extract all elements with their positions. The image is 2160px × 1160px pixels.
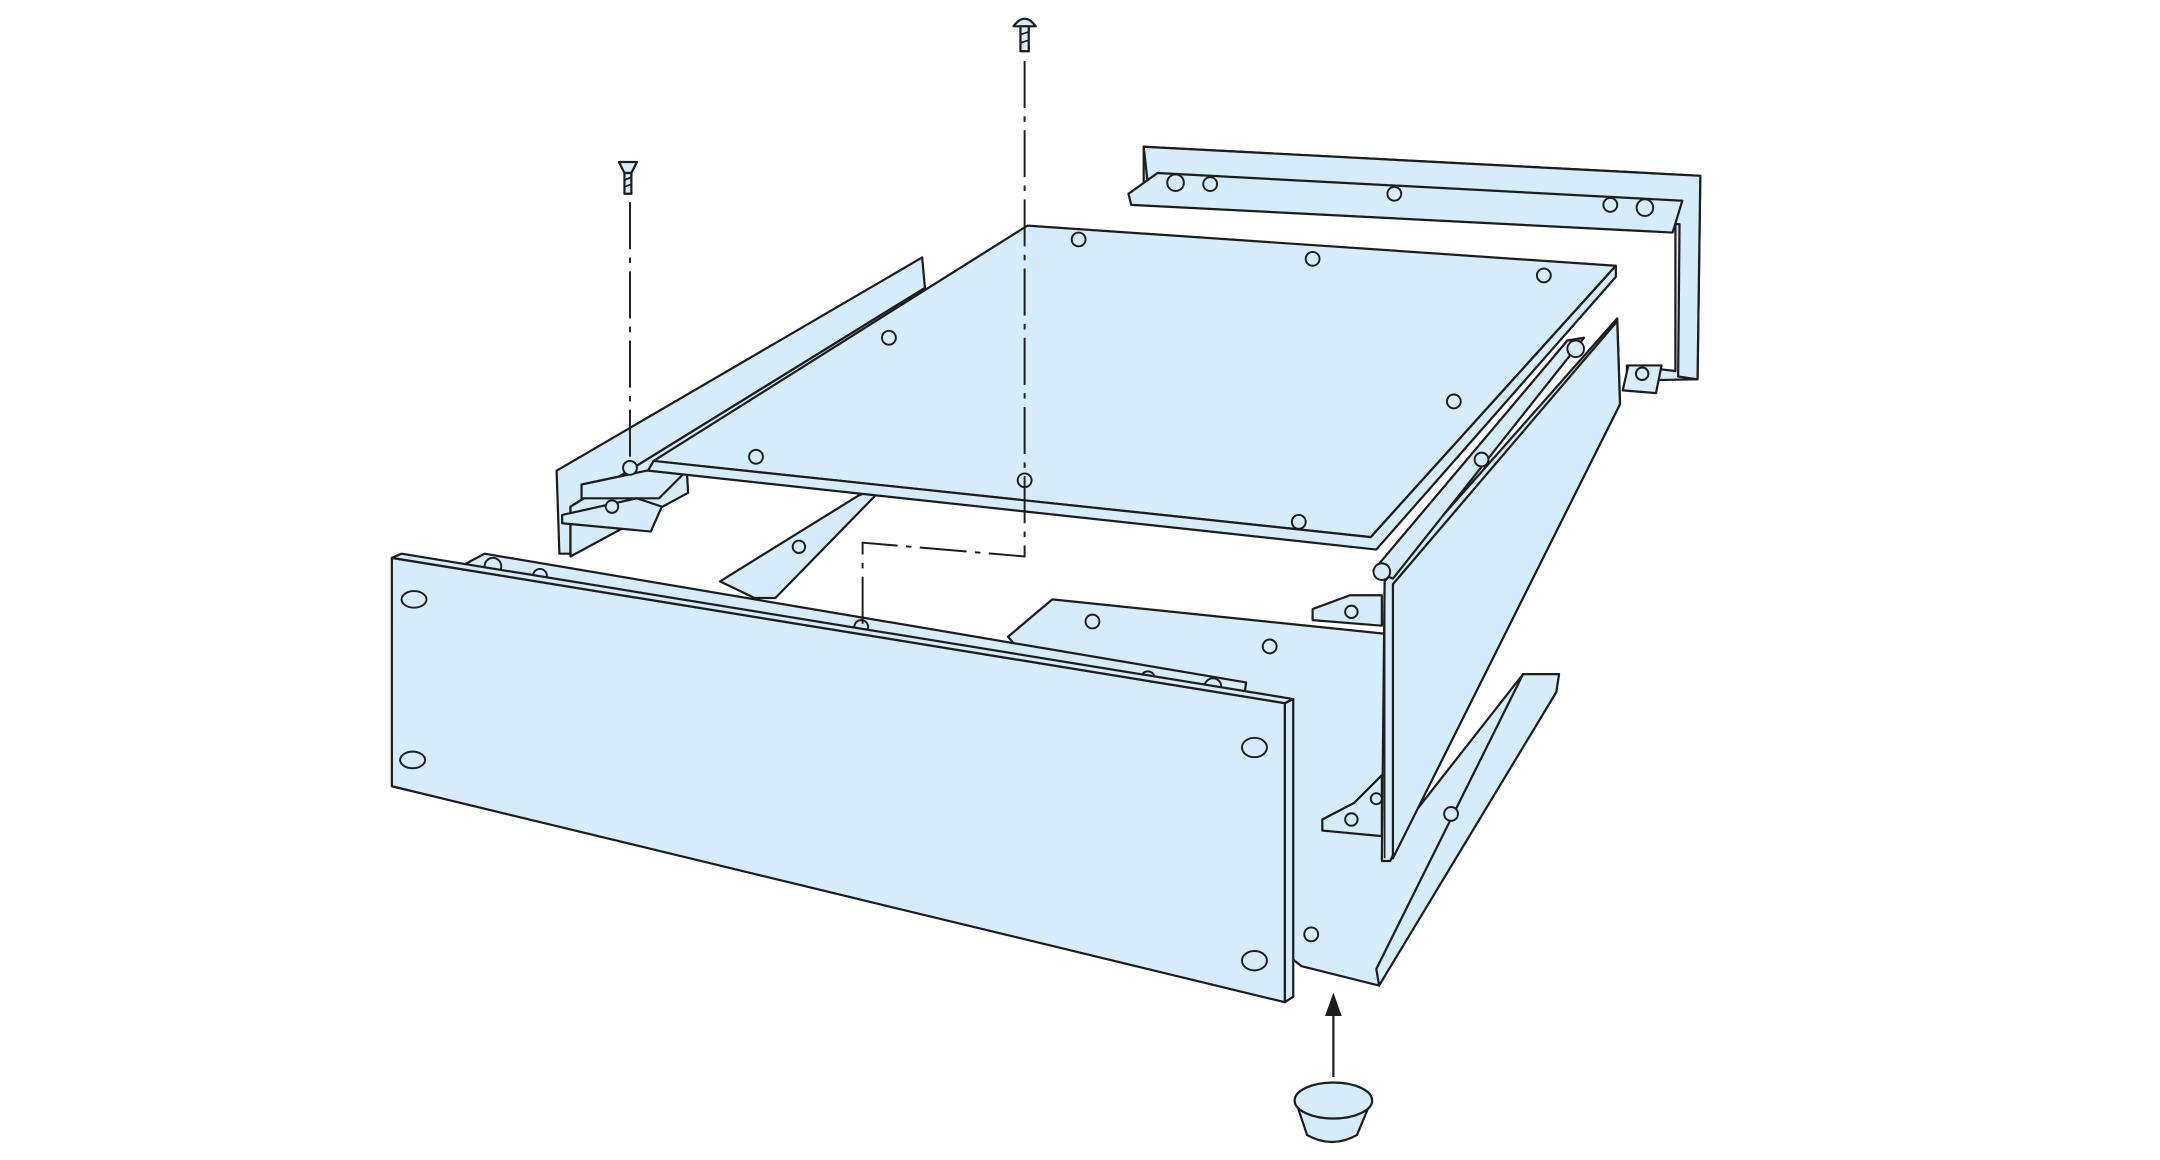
top-cover xyxy=(646,224,1617,551)
screw-short xyxy=(617,160,639,195)
rear-panel xyxy=(1127,145,1702,395)
right-side-panel xyxy=(1311,317,1622,863)
assembly-line-long xyxy=(861,60,1026,626)
up-arrow-icon xyxy=(1325,992,1342,1077)
rubber-foot xyxy=(1293,1081,1374,1144)
screw-long xyxy=(1012,17,1037,53)
front-panel xyxy=(390,552,1295,1004)
